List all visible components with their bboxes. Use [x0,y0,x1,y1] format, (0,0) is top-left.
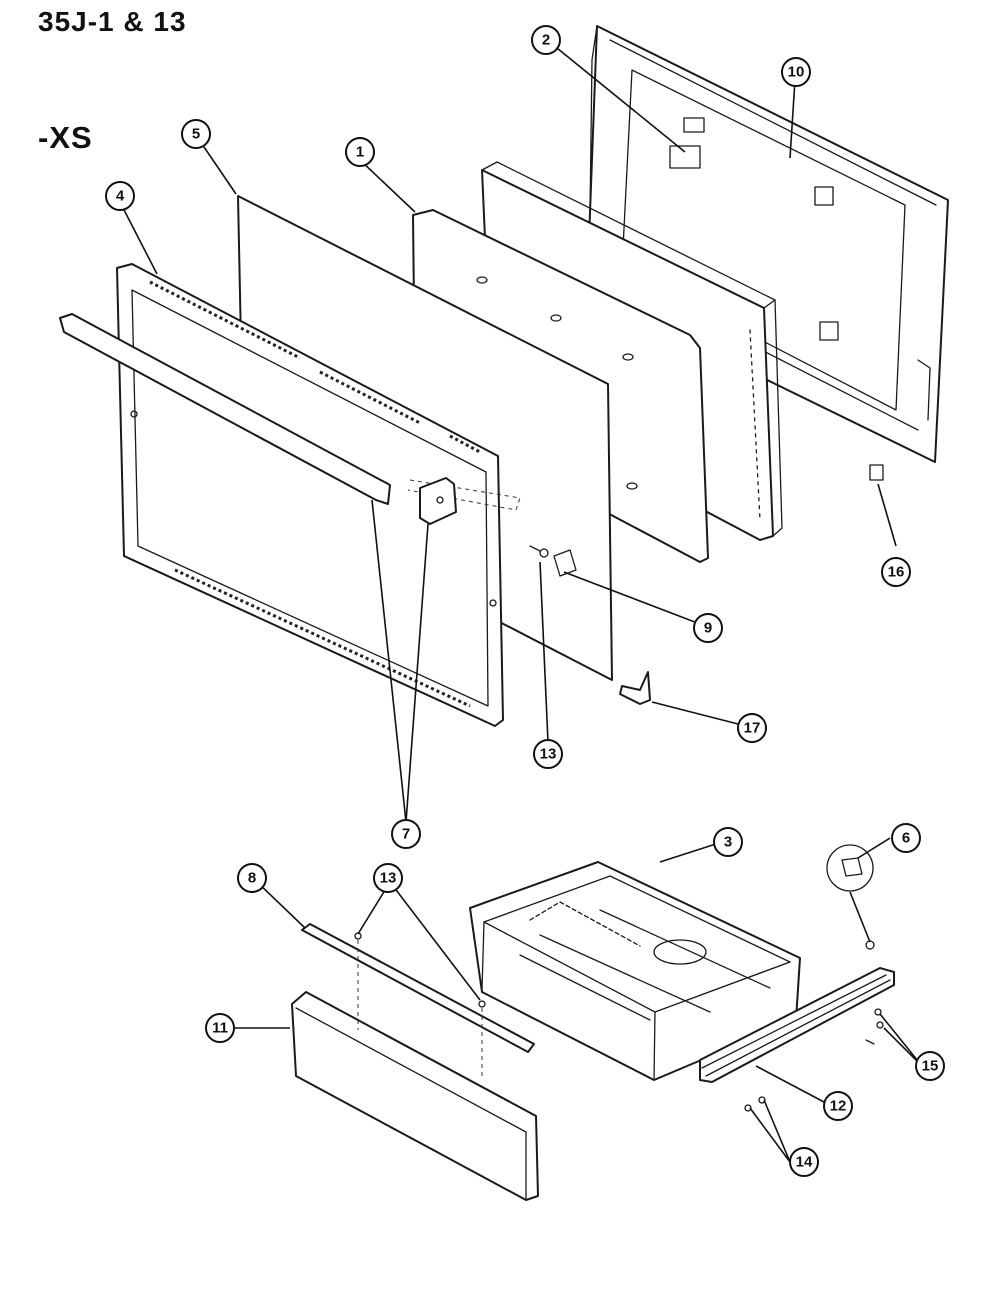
callout-3: 3 [713,827,743,857]
callout-11: 11 [205,1013,235,1043]
callout-7: 7 [391,819,421,849]
callout-8: 8 [237,863,267,893]
callout-4-label: 4 [116,188,125,205]
callout-10-label: 10 [788,64,805,81]
callout-12: 12 [823,1091,853,1121]
leader-lines [121,43,923,1163]
part-16-clip [869,464,884,481]
callout-17: 17 [737,713,767,743]
callout-6: 6 [891,823,921,853]
callout-15: 15 [915,1051,945,1081]
callout-16-label: 16 [888,564,905,581]
callout-8-label: 8 [248,870,256,887]
callout-17-label: 17 [744,720,761,737]
part-9-pad [553,549,577,577]
model-title: 35J-1 & 13 [38,6,187,37]
callout-12-label: 12 [830,1098,847,1115]
callout-3-label: 3 [724,834,732,851]
callout-5-label: 5 [192,126,200,143]
callout-5: 5 [181,119,211,149]
callout-14-label: 14 [796,1154,813,1171]
callout-10: 10 [781,57,811,87]
callout-13b: 13 [373,863,403,893]
callout-4: 4 [105,181,135,211]
part-17-bracket [619,671,651,705]
part-3-drawer-pan [469,861,801,1081]
fasteners-14 [744,1096,766,1112]
callout-1: 1 [345,137,375,167]
model-suffix: -XS [38,120,93,155]
callout-13a: 13 [533,739,563,769]
callout-13a-label: 13 [540,746,557,763]
callout-14: 14 [789,1147,819,1177]
part-11-drawer-front [291,940,539,1201]
callout-6-label: 6 [902,830,910,847]
callout-9: 9 [693,613,723,643]
part-13-screw [529,545,549,558]
callout-15-label: 15 [922,1058,939,1075]
callout-13b-label: 13 [380,870,397,887]
part-12-slide-rail [699,967,895,1083]
part-6-detail-circle [826,844,874,892]
callout-11-label: 11 [212,1020,228,1037]
callout-2-label: 2 [542,32,550,49]
callout-2: 2 [531,25,561,55]
callout-7-label: 7 [402,826,410,843]
part-7-bracket [407,477,521,525]
callout-9-label: 9 [704,620,712,637]
part-7-handle-rail [59,313,391,505]
callout-16: 16 [881,557,911,587]
callout-1-label: 1 [356,144,364,161]
